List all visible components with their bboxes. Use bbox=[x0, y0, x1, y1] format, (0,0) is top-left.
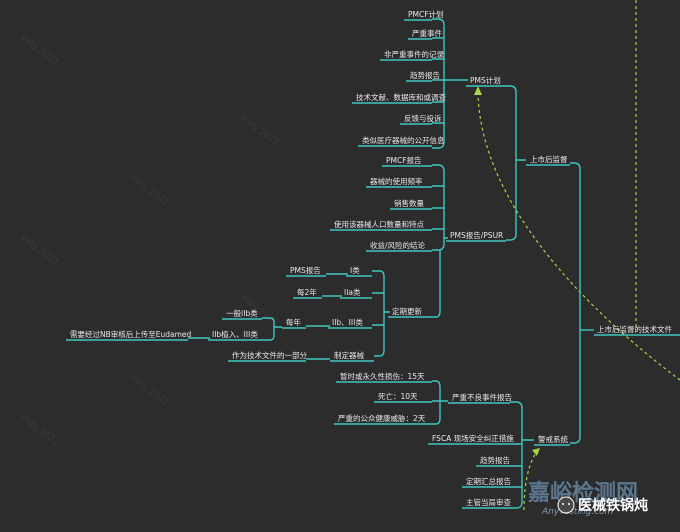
arrow-head-icon bbox=[474, 86, 482, 95]
node-pms-tech-doc[interactable]: 上市后监督的技术文件 bbox=[597, 324, 672, 334]
branch-pms-psur: PMCF报告 器械的使用频率 销售数量 使用该器械人口数量和特点 收益/风险的结… bbox=[330, 155, 506, 252]
node-periodic-summary[interactable]: 定期汇总报告 bbox=[466, 476, 511, 486]
node-authority[interactable]: 主管当局审查 bbox=[466, 497, 511, 507]
node-fsca[interactable]: FSCA 现场安全纠正措施 bbox=[432, 433, 514, 443]
svg-text:PMS 2021: PMS 2021 bbox=[128, 374, 170, 408]
brand-name-cn: 嘉峪检测网 bbox=[528, 480, 638, 506]
node-users[interactable]: 使用该器械人口数量和特点 bbox=[334, 219, 424, 229]
background-watermarks: PMS 2021 PMS 2021 PMS 2021 PMS 2021 PMS … bbox=[18, 34, 280, 448]
svg-text:PMS 2021: PMS 2021 bbox=[18, 34, 60, 68]
svg-text:PMS 2021: PMS 2021 bbox=[18, 414, 60, 448]
node-trend-report-2[interactable]: 趋势报告 bbox=[480, 455, 510, 465]
node-device-usage[interactable]: 器械的使用频率 bbox=[370, 176, 423, 186]
branch-pms-plan: PMCF计划 严重事件 非严重事件的记录 趋势报告 技术文献、数据库和或调查 反… bbox=[352, 9, 506, 149]
node-death[interactable]: 死亡：10天 bbox=[378, 391, 418, 401]
node-general-iib[interactable]: 一般IIb类 bbox=[226, 308, 258, 318]
brand-watermark: 嘉峪检测网 AnyTesting.com 医械铁锅炖 bbox=[528, 480, 648, 517]
node-public-health[interactable]: 严重的公众健康威胁：2天 bbox=[338, 413, 426, 423]
node-tech-file[interactable]: 制定器械 bbox=[334, 350, 364, 360]
node-non-serious-record[interactable]: 非严重事件的记录 bbox=[384, 49, 444, 59]
brand-name-en: AnyTesting.com bbox=[541, 507, 614, 517]
node-benefit-risk[interactable]: 收益/风险的结论 bbox=[370, 240, 426, 250]
node-feedback[interactable]: 反馈与投诉 bbox=[404, 113, 442, 123]
node-class-i[interactable]: I类 bbox=[350, 265, 360, 275]
node-serious-incident-report[interactable]: 严重不良事件报告 bbox=[452, 392, 512, 402]
arrow-head-icon bbox=[532, 448, 540, 456]
node-pms-report[interactable]: PMS报告 bbox=[290, 265, 321, 275]
node-iib-implant-iii[interactable]: IIb植入、III类 bbox=[212, 329, 258, 339]
node-periodic-update[interactable]: 定期更新 bbox=[392, 306, 422, 316]
node-every-year[interactable]: 每年 bbox=[286, 317, 301, 327]
node-trend-report[interactable]: 趋势报告 bbox=[410, 70, 440, 80]
node-literature[interactable]: 技术文献、数据库和或调查 bbox=[356, 92, 446, 102]
node-eudamed-upload[interactable]: 需要经过NB审核后上传至Eudamed bbox=[70, 329, 192, 339]
node-pmcf-report[interactable]: PMCF报告 bbox=[386, 155, 422, 165]
wechat-icon-eye bbox=[562, 503, 564, 505]
node-class-iib-iii[interactable]: IIb、III类 bbox=[332, 317, 363, 327]
account-name: 医械铁锅炖 bbox=[578, 497, 648, 514]
dashed-relation-line bbox=[523, 449, 539, 511]
dashed-relation-line bbox=[477, 91, 680, 381]
node-every-2-years[interactable]: 每2年 bbox=[297, 287, 317, 297]
node-similar-device[interactable]: 类似医疗器械的公开信息 bbox=[362, 135, 445, 145]
node-tech-doc-part[interactable]: 作为技术文件的一部分 bbox=[232, 350, 307, 360]
svg-text:PMS 2021: PMS 2021 bbox=[128, 174, 170, 208]
node-sales[interactable]: 销售数量 bbox=[394, 198, 424, 208]
node-class-iia[interactable]: IIa类 bbox=[344, 287, 361, 297]
wechat-icon-eye bbox=[568, 503, 570, 505]
node-serious-incident[interactable]: 严重事件 bbox=[412, 28, 442, 38]
branch-vigilance: 暂时或永久性损伤：15天 死亡：10天 严重的公众健康威胁：2天 严重不良事件报… bbox=[334, 330, 581, 509]
branch-periodic-update: PMS报告 I类 每2年 IIa类 一般IIb类 需要经过NB审核后上传至Eud… bbox=[66, 250, 441, 362]
branch-root: 上市后监督的技术文件 bbox=[580, 324, 680, 336]
wechat-icon bbox=[557, 496, 575, 514]
node-post-market[interactable]: 上市后监督 bbox=[530, 154, 568, 164]
node-vigilance[interactable]: 警戒系统 bbox=[538, 434, 568, 444]
node-pmcf-plan[interactable]: PMCF计划 bbox=[408, 9, 444, 19]
svg-text:PMS 2021: PMS 2021 bbox=[18, 234, 60, 268]
node-pms-plan[interactable]: PMS计划 bbox=[470, 75, 501, 85]
node-death-perm[interactable]: 暂时或永久性损伤：15天 bbox=[340, 371, 425, 381]
svg-text:PMS 2021: PMS 2021 bbox=[238, 114, 280, 148]
branch-post-market: 上市后监督 bbox=[506, 85, 581, 330]
node-pms-psur[interactable]: PMS报告/PSUR bbox=[450, 230, 503, 240]
